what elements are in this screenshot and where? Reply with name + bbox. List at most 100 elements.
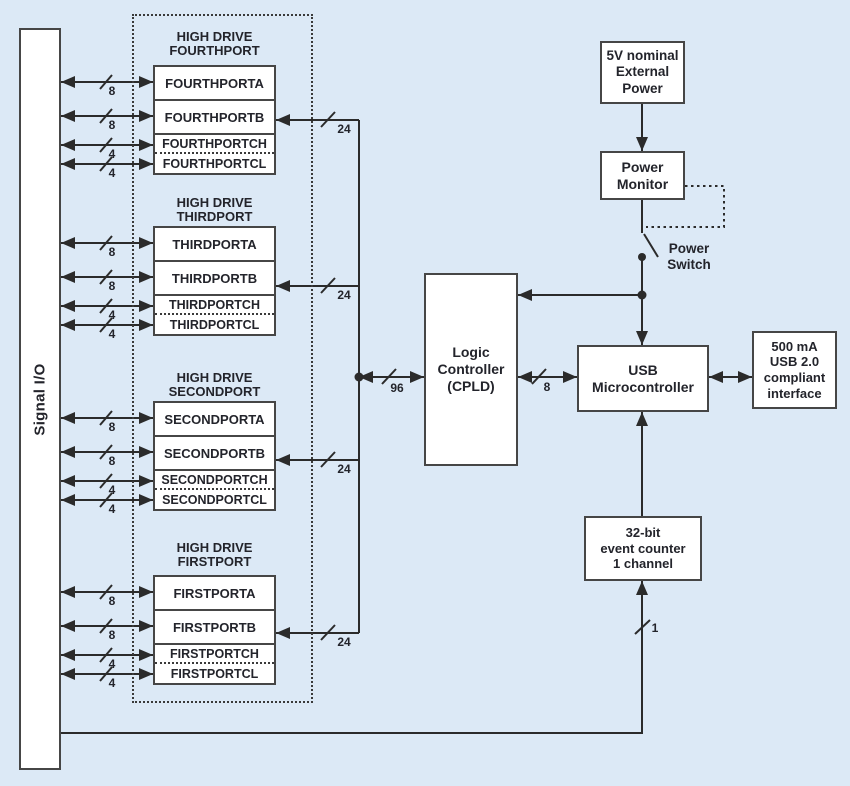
logic-controller-label: (CPLD) [447, 377, 495, 394]
bus-width-label-24: 24 [337, 122, 351, 136]
bus-slash [531, 368, 547, 385]
bus-width-label: 4 [108, 502, 116, 516]
external-power-box: 5V nominal External Power [600, 41, 685, 104]
bus-slash [99, 618, 113, 634]
usb-interface-label: 500 mA [771, 338, 818, 354]
bus-width-label: 8 [108, 84, 116, 98]
bus-width-label-24: 24 [337, 635, 351, 649]
event-counter-label: event counter [600, 540, 686, 556]
bus-slash [320, 451, 336, 468]
group-title-line: THIRDPORT [176, 209, 253, 225]
group-title-line: FOURTHPORT [169, 43, 260, 59]
port-box-fourthportcl: FOURTHPORTCL [162, 156, 267, 171]
event-counter-box: 32-bit event counter 1 channel [584, 516, 702, 581]
junction-dot [637, 290, 647, 300]
bus-width-label: 8 [108, 279, 116, 293]
bus-width-label: 8 [108, 118, 116, 132]
power-monitor-label: Power [621, 158, 664, 175]
bus-width-label: 8 [108, 420, 116, 434]
bus-slash [99, 492, 113, 508]
external-power-label: Power [622, 80, 663, 96]
port-box-thirdporta: THIRDPORTA [155, 228, 274, 262]
port-box-firstportch: FIRSTPORTCH [155, 645, 274, 664]
port-stack-firstport: FIRSTPORTA FIRSTPORTB FIRSTPORTCH FIRSTP… [153, 575, 276, 685]
bus-width-label: 4 [108, 166, 116, 180]
group-title-line: HIGH DRIVE [176, 29, 253, 44]
bus-width-label: 4 [108, 327, 116, 341]
event-counter-label: 32-bit [625, 525, 661, 541]
power-switch-contact-dot [638, 253, 646, 261]
bus-slash [99, 108, 113, 124]
bus-width-label: 4 [108, 657, 116, 671]
bus-slash [99, 137, 113, 153]
power-switch-blade [643, 233, 659, 258]
usb-microcontroller-label: Microcontroller [592, 378, 694, 395]
bus-width-label: 4 [108, 483, 116, 497]
port-box-fourthporta: FOURTHPORTA [155, 67, 274, 101]
power-switch-label-line: Power [668, 241, 710, 256]
port-box-thirdportch: THIRDPORTCH [155, 296, 274, 315]
high-drive-ports-frame [132, 14, 313, 703]
port-box-secondportb: SECONDPORTB [155, 437, 274, 471]
signal-io-label: Signal I/O [31, 362, 49, 436]
power-monitor-box: Power Monitor [600, 151, 685, 200]
port-box-thirdportb: THIRDPORTB [155, 262, 274, 296]
bus-slash [634, 619, 651, 635]
bus-width-label: 8 [108, 628, 116, 642]
bus-width-label-96: 96 [390, 381, 404, 395]
bus-slash [381, 368, 397, 385]
port-box-fourthportb: FOURTHPORTB [155, 101, 274, 135]
bus-width-label-24: 24 [337, 288, 351, 302]
bus-width-label: 8 [108, 594, 116, 608]
bus-width-label-8: 8 [543, 380, 551, 394]
signal-io-label-wrap: Signal I/O [19, 28, 61, 770]
port-stack-fourthport: FOURTHPORTA FOURTHPORTB FOURTHPORTCH FOU… [153, 65, 276, 175]
group-title-line: SECONDPORT [168, 384, 261, 400]
bus-width-label: 4 [108, 147, 116, 161]
usb-interface-box: 500 mA USB 2.0 compliant interface [752, 331, 837, 409]
bus-slash [99, 235, 113, 251]
port-box-secondportch: SECONDPORTCH [155, 471, 274, 490]
event-counter-label: 1 channel [613, 556, 673, 572]
bus-width-label-1: 1 [651, 621, 659, 635]
junction-dot [354, 372, 364, 382]
usb-microcontroller-label: USB [628, 361, 658, 378]
bus-slash [320, 624, 336, 641]
power-switch-label-line: Switch [667, 257, 711, 273]
port-box-thirdportcl: THIRDPORTCL [169, 317, 260, 332]
bus-slash [99, 444, 113, 460]
usb-microcontroller-box: USB Microcontroller [577, 345, 709, 412]
bus-slash [99, 156, 113, 172]
port-stack-thirdport: THIRDPORTA THIRDPORTB THIRDPORTCH THIRDP… [153, 226, 276, 336]
bus-slash [99, 269, 113, 285]
port-box-secondporta: SECONDPORTA [155, 403, 274, 437]
bus-slash [99, 74, 113, 90]
bus-width-label: 8 [108, 245, 116, 259]
bus-width-label: 4 [108, 676, 116, 690]
logic-controller-label: Controller [437, 361, 505, 378]
bus-slash [99, 666, 113, 682]
bus-slash [99, 647, 113, 663]
port-stack-secondport: SECONDPORTA SECONDPORTB SECONDPORTCH SEC… [153, 401, 276, 511]
group-title-line: HIGH DRIVE [176, 540, 253, 555]
group-title-line: FIRSTPORT [177, 554, 252, 570]
power-monitor-label: Monitor [616, 175, 669, 192]
port-box-secondportcl: SECONDPORTCL [162, 492, 267, 507]
wire-io-counter [61, 581, 648, 734]
bus-slash [99, 584, 113, 600]
power-switch-label: Power Switch [660, 241, 718, 274]
group-title-line: HIGH DRIVE [176, 195, 253, 210]
group-title-thirdport: HIGH DRIVE THIRDPORT [148, 195, 281, 225]
wire-monitor-feedback-dotted [646, 185, 725, 228]
bus-slash [99, 473, 113, 489]
port-box-fourthportch: FOURTHPORTCH [155, 135, 274, 154]
bus-slash [99, 317, 113, 333]
bus-width-label-24: 24 [337, 462, 351, 476]
signal-io-box [19, 28, 61, 770]
external-power-label: 5V nominal [606, 48, 679, 64]
port-box-firstportb: FIRSTPORTB [155, 611, 274, 645]
bus-slash [99, 410, 113, 426]
logic-controller-label: Logic [452, 344, 490, 361]
port-box-firstporta: FIRSTPORTA [155, 577, 274, 611]
